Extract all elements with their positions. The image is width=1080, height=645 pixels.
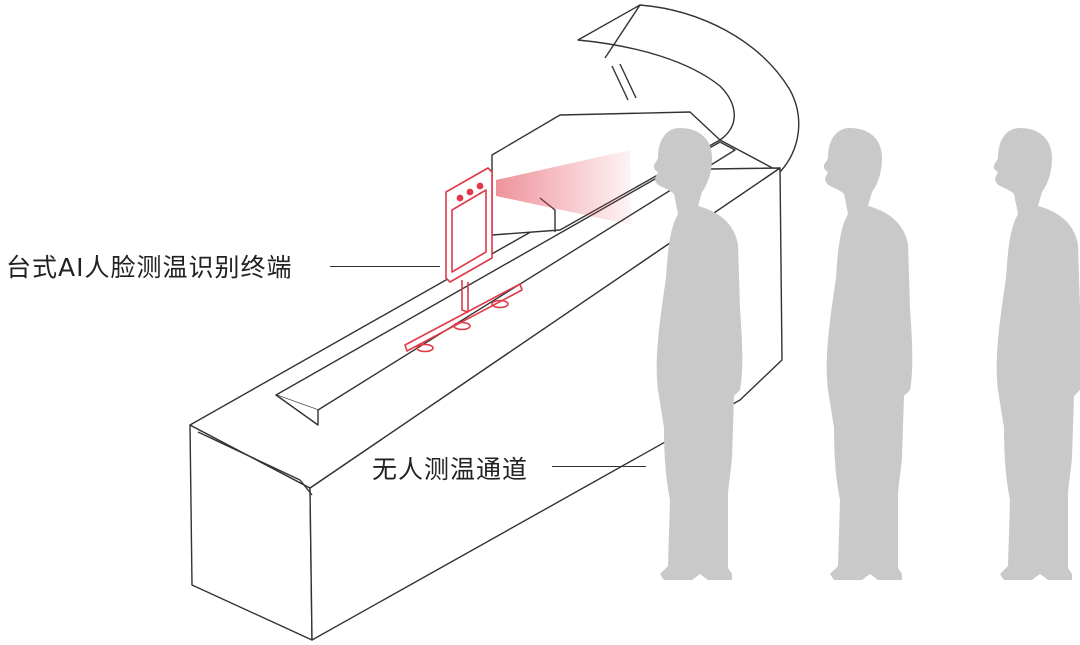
face-recognition-terminal	[404, 167, 523, 353]
person-silhouette-2	[823, 128, 913, 580]
terminal-leader-line	[330, 266, 440, 267]
person-silhouette-3	[993, 128, 1080, 580]
scan-beam	[496, 150, 632, 225]
counter-back-top	[577, 4, 800, 173]
terminal-label: 台式AI人脸测温识别终端	[6, 253, 293, 282]
channel-leader-line	[552, 466, 646, 467]
channel-label: 无人测温通道	[372, 455, 529, 484]
